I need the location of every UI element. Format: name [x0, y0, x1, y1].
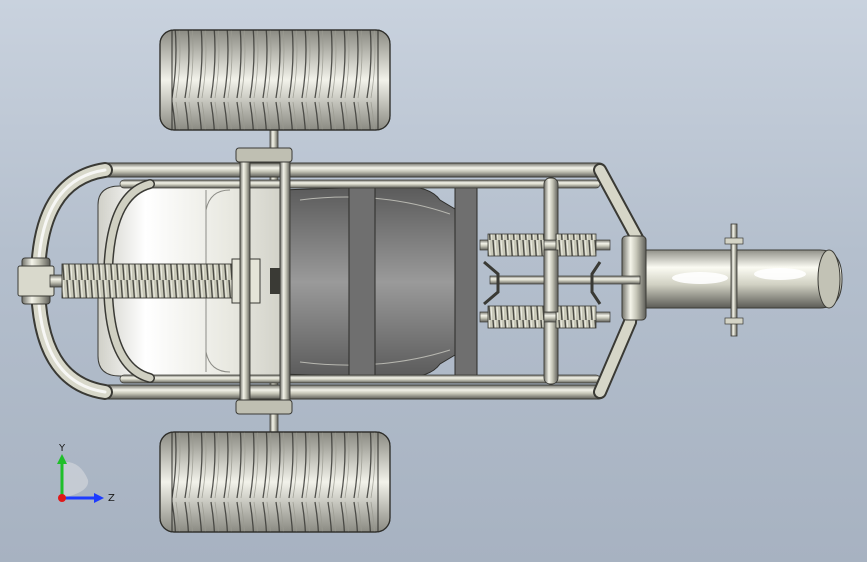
triad-z-label: Z	[108, 493, 115, 504]
cross-bracket-2[interactable]	[454, 181, 478, 381]
triad-y-label: Y	[58, 443, 66, 454]
tire-top[interactable]	[159, 29, 391, 131]
front-linkage[interactable]	[483, 249, 641, 313]
tire-bottom[interactable]	[159, 431, 391, 533]
cross-bracket-1[interactable]	[348, 181, 376, 381]
front-shock-upper[interactable]	[479, 233, 611, 257]
exhaust-pipe[interactable]	[639, 249, 843, 309]
front-axle-bolt[interactable]	[724, 223, 744, 337]
x-axis-icon	[58, 494, 66, 502]
front-shock-lower[interactable]	[479, 305, 611, 329]
frame-rail-bottom[interactable]	[99, 374, 607, 400]
frame-rail-top[interactable]	[99, 162, 607, 189]
rear-shock-mount[interactable]	[17, 257, 55, 305]
swingarm-plate[interactable]	[235, 147, 293, 415]
orientation-triad[interactable]: Y Z	[50, 440, 120, 510]
